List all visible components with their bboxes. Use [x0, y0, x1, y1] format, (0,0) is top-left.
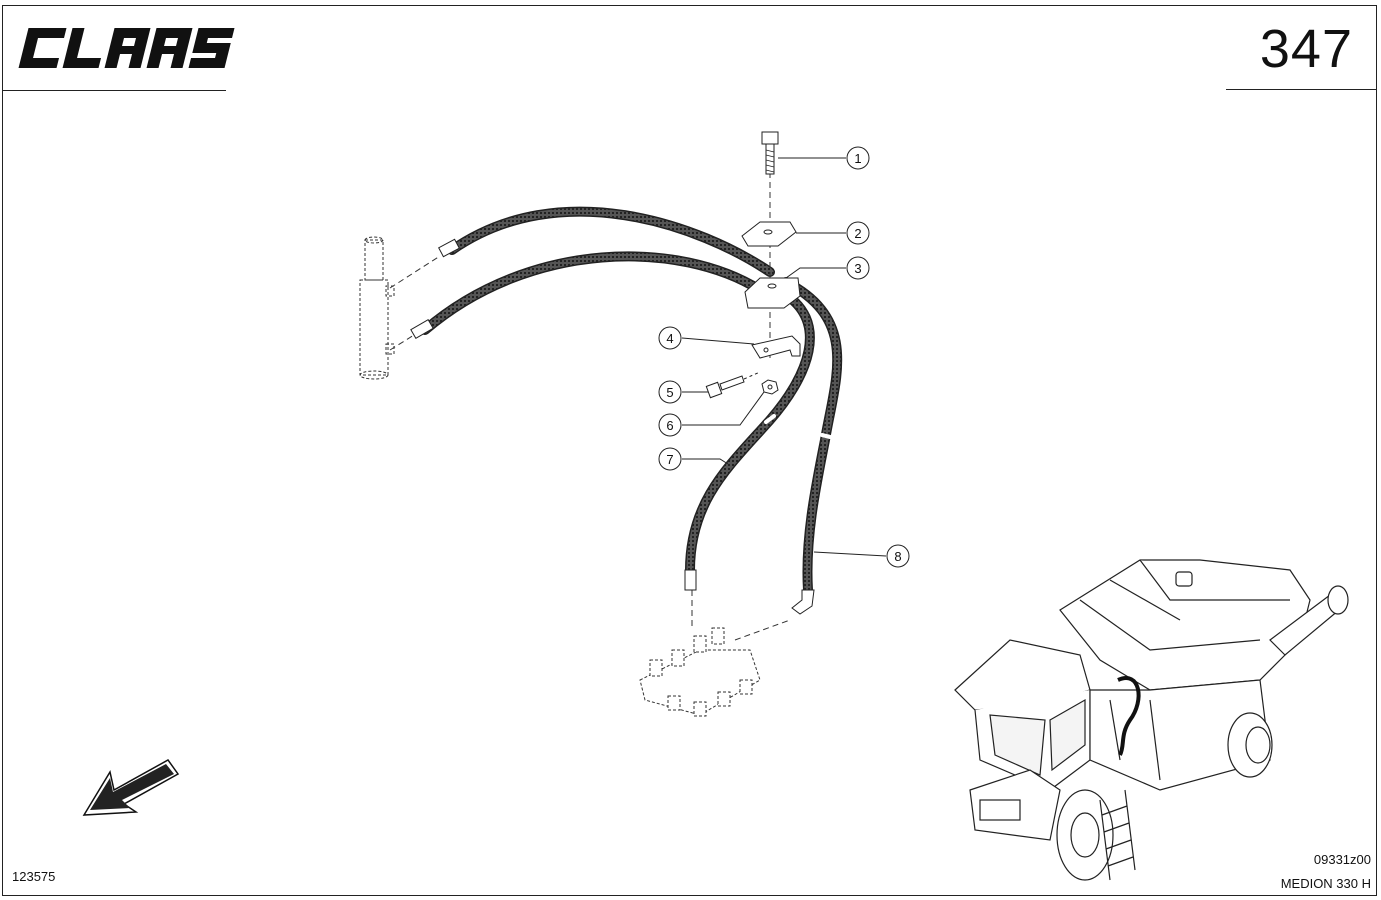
connection-lines: [389, 172, 791, 641]
page-number: 347: [1259, 19, 1353, 79]
bolt-part-1: [761, 131, 779, 175]
bracket-part-4: [751, 335, 801, 359]
illustration-id: 123575: [12, 869, 56, 884]
callout-7: 7: [658, 447, 729, 471]
nut-part-6: [761, 379, 779, 395]
header-rule-right: [1226, 89, 1377, 90]
callout-2: 2: [796, 221, 870, 245]
svg-text:6: 6: [666, 418, 673, 433]
hose-fittings: [410, 238, 460, 340]
model-name: MEDION 330 H: [1280, 876, 1371, 891]
brand-logo: [18, 28, 235, 68]
clamp-cap-part-2: [741, 221, 797, 247]
callout-6: 6: [658, 391, 765, 437]
header-rule-left: [2, 90, 226, 91]
callout-4: 4: [658, 326, 755, 350]
drawing-reference: 09331z00 MEDION 330 H: [1281, 848, 1371, 896]
callout-8: 8: [813, 544, 910, 568]
svg-text:3: 3: [854, 261, 861, 276]
callout-3: 3: [785, 256, 870, 280]
clamp-body-part-3: [744, 277, 801, 309]
bolt-part-5: [705, 371, 761, 399]
callout-1: 1: [778, 146, 870, 170]
upper-hoses: [420, 206, 775, 335]
control-valve-block: [639, 627, 761, 717]
svg-text:2: 2: [854, 226, 861, 241]
lower-hoses: [685, 277, 843, 595]
svg-text:8: 8: [894, 549, 901, 564]
svg-text:4: 4: [666, 331, 673, 346]
arrow-down-left-icon: [82, 759, 180, 816]
hydraulic-cylinder: [359, 236, 395, 380]
callouts: 1 2 3 4 5 6 7: [658, 146, 910, 568]
callout-5: 5: [658, 380, 708, 404]
drawing-code: 09331z00: [1313, 852, 1371, 867]
combine-harvester-icon: [954, 559, 1349, 881]
drawing-frame: [2, 5, 1377, 896]
lower-fittings: [684, 569, 815, 615]
svg-text:5: 5: [666, 385, 673, 400]
svg-text:7: 7: [666, 452, 673, 467]
svg-text:1: 1: [854, 151, 861, 166]
